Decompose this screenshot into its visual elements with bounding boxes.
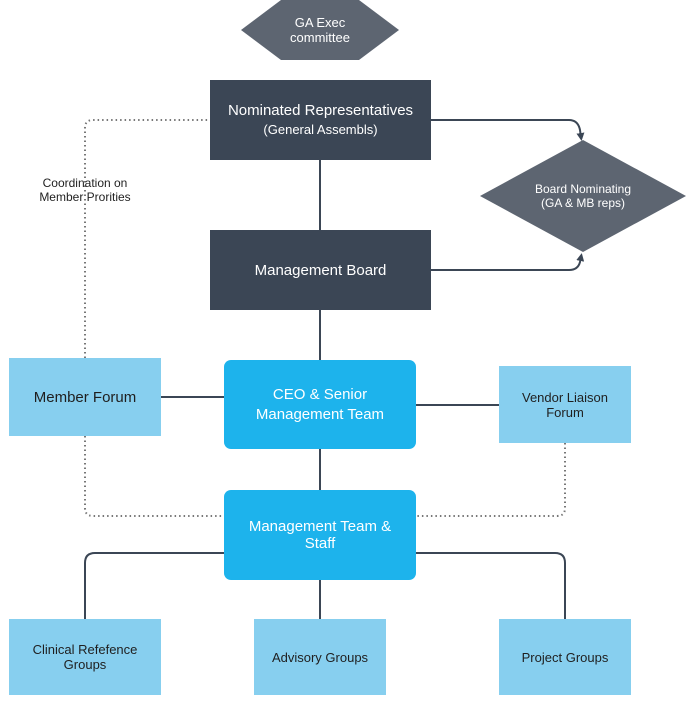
board-nominating-diamond-shape [480,140,686,252]
ceo-label-line2: Management Team [255,405,385,423]
coordination-annotation: Coordination on Member Prorities [20,176,150,204]
nominated-representatives-subtitle: (General Assembls) [263,122,378,137]
nominated-representatives-node: Nominated Representatives (General Assem… [210,80,431,160]
vendor-forum-label-line1: Vendor Liaison [521,389,608,405]
nominated-representatives-title: Nominated Representatives [227,102,414,119]
member-forum-node: Member Forum [9,358,161,436]
dotted-coordination-line [84,119,210,358]
coordination-annotation-line1: Coordination on [42,176,128,190]
connector-reps-to-board-nominating [431,119,585,141]
board-nominating-node: Board Nominating (GA & MB reps) [480,140,686,252]
ga-exec-label-line2: committee [290,30,350,45]
ceo-label-line1: CEO & Senior [272,385,368,403]
ga-exec-label-line1: GA Exec [294,15,346,30]
dotted-member-forum-to-mgmt-team [84,436,224,517]
ga-exec-diamond-shape [241,0,399,60]
board-nominating-label-line1: Board Nominating [534,182,632,196]
connector-mgmt-team-to-clinical [84,552,224,619]
advisory-groups-label: Advisory Groups [271,649,369,665]
vendor-forum-label-line2: Forum [546,404,584,420]
connector-mgmt-team-to-project [416,552,566,619]
management-board-node: Management Board [210,230,431,310]
project-groups-node: Project Groups [499,619,631,695]
member-forum-label: Member Forum [33,388,137,406]
mgmt-team-label-line1: Management Team & [248,518,392,535]
clinical-reference-groups-node: Clinical Refefence Groups [9,619,161,695]
ceo-senior-management-node: CEO & Senior Management Team [224,360,416,449]
coordination-annotation-line2: Member Prorities [39,190,131,204]
project-groups-label: Project Groups [521,649,609,665]
vendor-liaison-forum-node: Vendor Liaison Forum [499,366,631,443]
clinical-label-line2: Groups [63,657,107,672]
management-board-label: Management Board [254,261,387,279]
board-nominating-label-line2: (GA & MB reps) [540,196,626,210]
advisory-groups-node: Advisory Groups [254,619,386,695]
clinical-label-line1: Clinical Refefence [32,642,138,657]
ga-exec-committee-node: GA Exec committee [241,0,399,60]
connector-board-to-board-nominating [431,253,585,271]
management-team-staff-node: Management Team & Staff [224,490,416,580]
dotted-vendor-forum-to-mgmt-team [416,443,566,517]
mgmt-team-label-line2: Staff [304,535,336,552]
